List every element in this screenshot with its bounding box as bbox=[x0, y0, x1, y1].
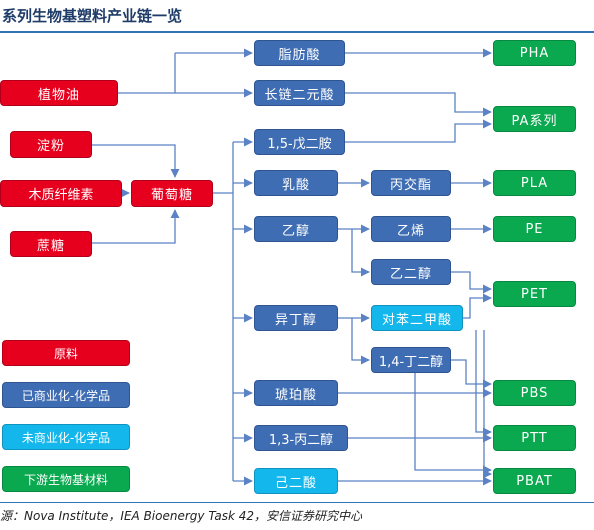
title-divider bbox=[0, 31, 594, 33]
node-vegetable-oil: 植物油 bbox=[0, 80, 118, 106]
link-isobutanol-bdo bbox=[351, 318, 370, 365]
link-bdo-pbat bbox=[414, 373, 492, 475]
link-pta-pet bbox=[463, 293, 492, 319]
page-title: 系列生物基塑料产业链一览 bbox=[2, 7, 183, 25]
link-bdo-pbs bbox=[451, 359, 492, 389]
node-lignocellulose: 木质纤维素 bbox=[0, 180, 122, 207]
footer-divider bbox=[0, 502, 594, 503]
legend-non-commercialized: 未商业化-化学品 bbox=[2, 424, 130, 450]
node-propanediol: 1,3-丙二醇 bbox=[254, 425, 348, 451]
link-ethanol-glycol bbox=[351, 229, 370, 277]
node-pbs: PBS bbox=[493, 380, 576, 406]
node-pentanediamine: 1,5-戊二胺 bbox=[254, 129, 345, 155]
link-glycol-pet bbox=[451, 271, 492, 294]
link-diamine-pa bbox=[345, 119, 492, 143]
node-lactic-acid: 乳酸 bbox=[254, 170, 338, 196]
link-pta-ptt bbox=[475, 330, 492, 437]
node-butanediol: 1,4-丁二醇 bbox=[371, 347, 451, 373]
node-lactide: 丙交酯 bbox=[371, 170, 451, 196]
node-sucrose: 蔗糖 bbox=[10, 231, 92, 257]
link-starch-glucose bbox=[92, 144, 180, 178]
link-pta-pbat bbox=[482, 330, 492, 479]
node-pet: PET bbox=[493, 281, 576, 307]
node-fatty-acid: 脂肪酸 bbox=[254, 40, 345, 66]
node-pbat: PBAT bbox=[493, 468, 576, 494]
node-succinic-acid: 琥珀酸 bbox=[254, 380, 338, 406]
node-pe: PE bbox=[493, 216, 576, 242]
node-ethanol: 乙醇 bbox=[254, 216, 338, 242]
node-terephthalic-acid: 对苯二甲酸 bbox=[371, 305, 463, 331]
node-adipic-acid: 己二酸 bbox=[254, 468, 338, 494]
source-note: 源：Nova Institute，IEA Bioenergy Task 42，安… bbox=[0, 509, 363, 523]
node-ethylene: 乙烯 bbox=[371, 216, 451, 242]
legend-commercialized: 已商业化-化学品 bbox=[2, 382, 130, 408]
node-starch: 淀粉 bbox=[10, 131, 92, 158]
node-ethylene-glycol: 乙二醇 bbox=[371, 259, 451, 285]
node-isobutanol: 异丁醇 bbox=[254, 305, 338, 331]
link-sucrose-glucose bbox=[92, 209, 180, 244]
node-pa-series: PA系列 bbox=[493, 106, 576, 132]
link-diacid-pa bbox=[345, 92, 492, 117]
legend-raw-material: 原料 bbox=[2, 340, 130, 366]
legend-downstream-material: 下游生物基材料 bbox=[2, 466, 130, 492]
node-pla: PLA bbox=[493, 170, 576, 196]
node-pha: PHA bbox=[493, 40, 576, 66]
node-glucose: 葡萄糖 bbox=[131, 180, 213, 207]
node-long-chain-diacid: 长链二元酸 bbox=[254, 80, 345, 106]
node-ptt: PTT bbox=[493, 425, 576, 451]
